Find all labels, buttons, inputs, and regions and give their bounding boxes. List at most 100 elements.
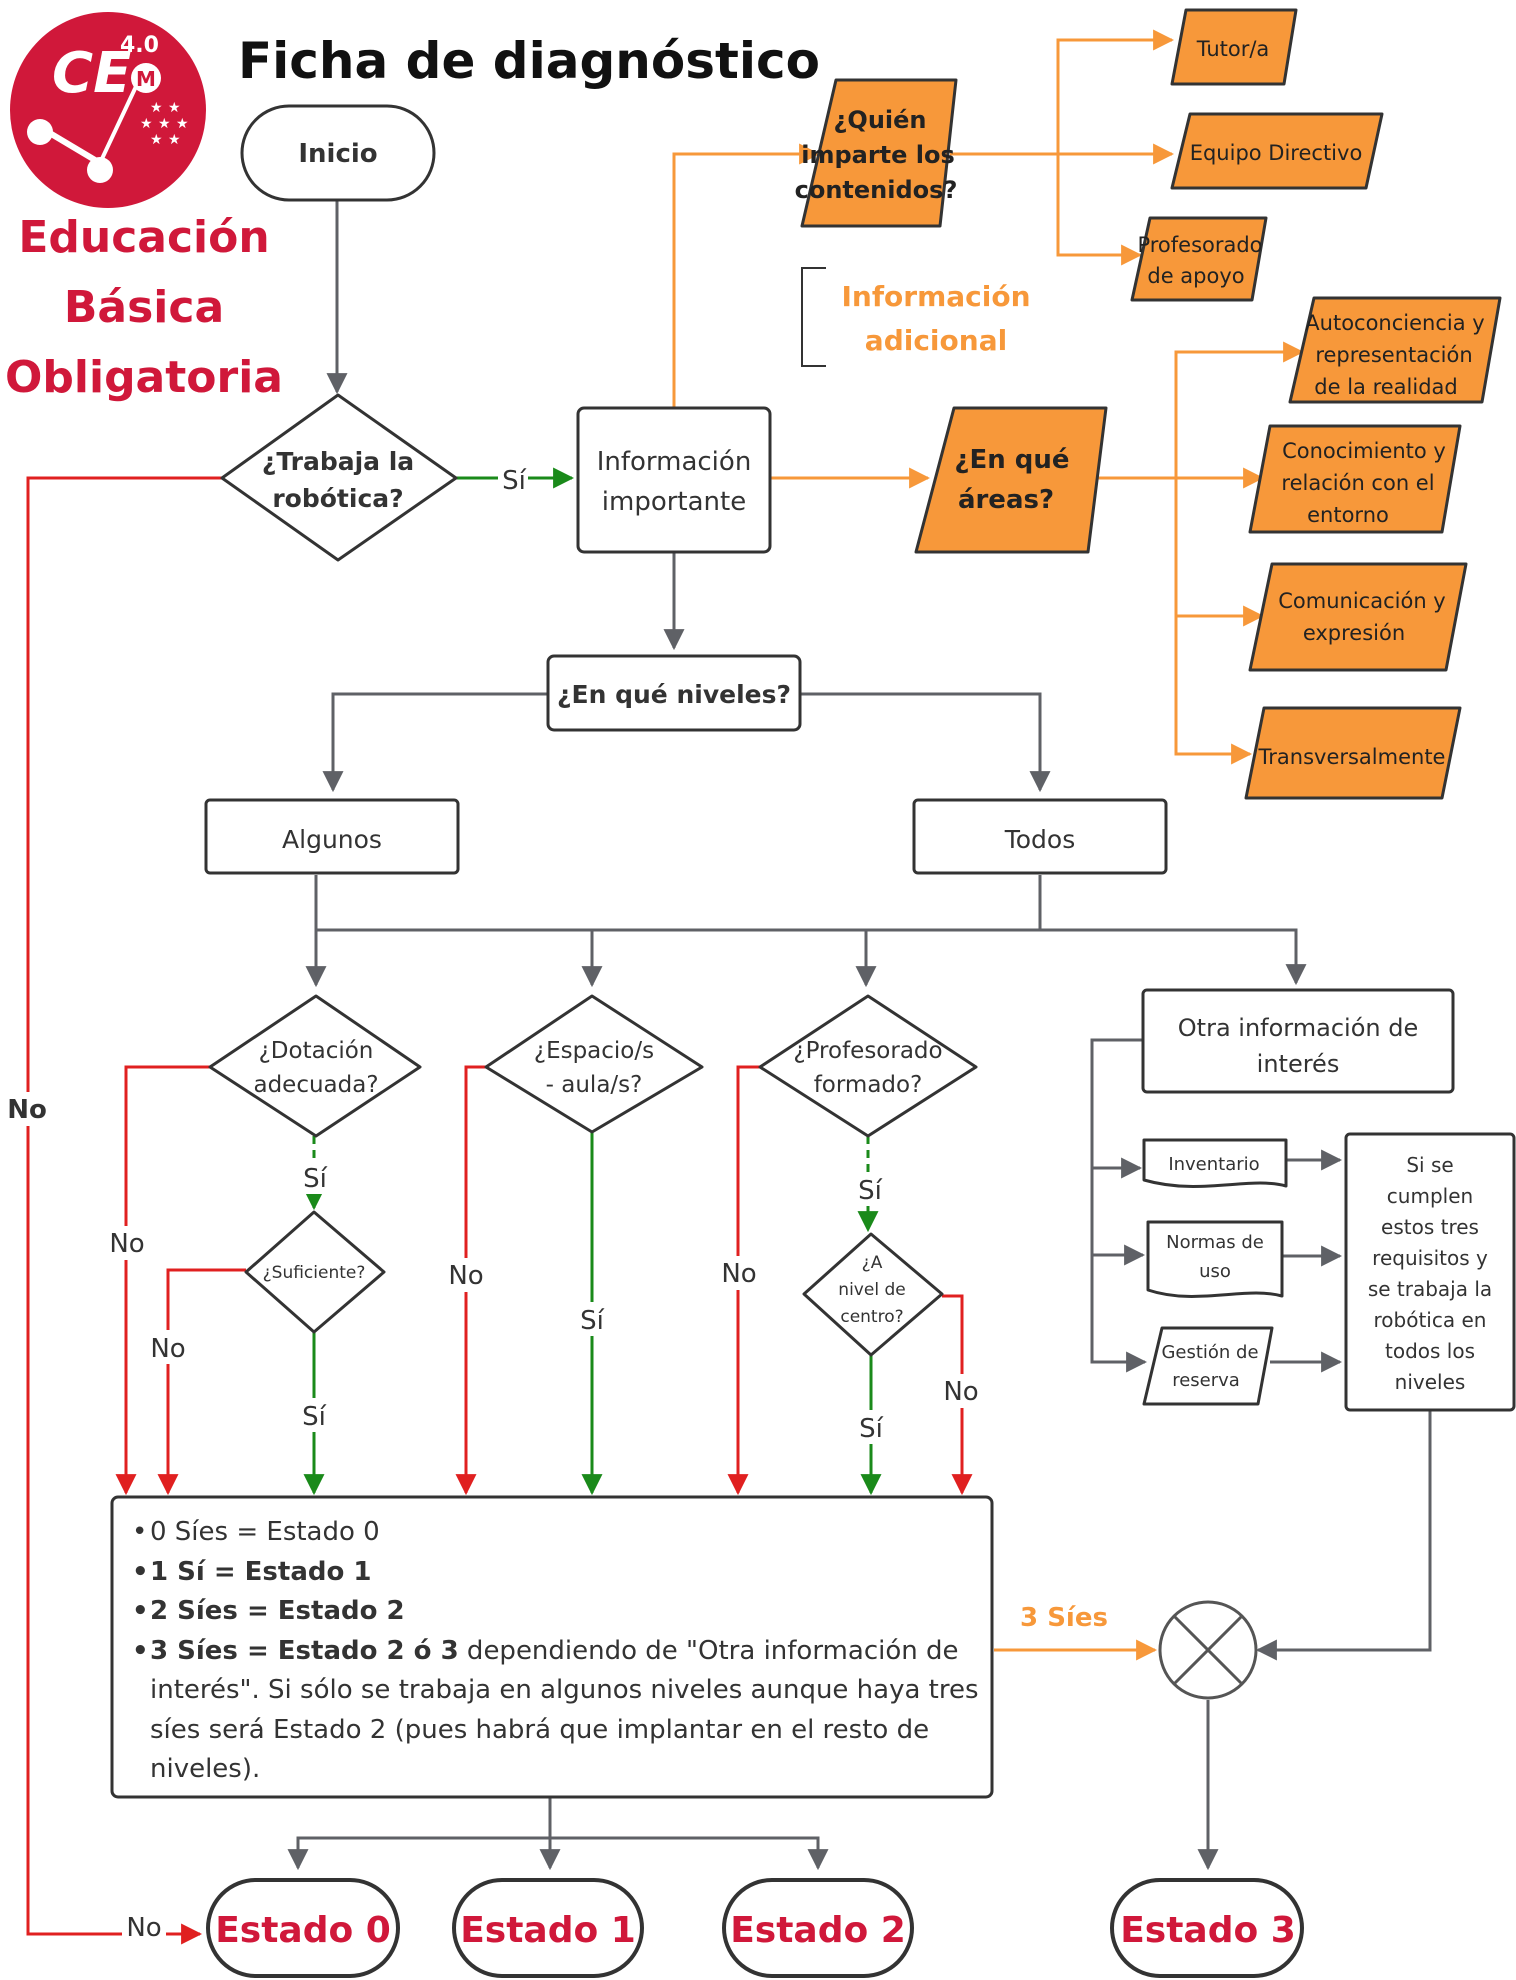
decision-label: ¿Profesorado (793, 1038, 942, 1064)
process-label: Otra información de (1178, 1014, 1418, 1042)
data-label: ¿Quién (834, 106, 927, 134)
annotation-label: Información (841, 280, 1030, 313)
data-label: Transversalmente (1258, 745, 1446, 769)
summary-line: •2 Síes = Estado 2 (132, 1596, 405, 1626)
subtitle-line-2: Básica (64, 282, 224, 333)
edge-label-si: Sí (858, 1176, 883, 1206)
data-label: Equipo Directivo (1190, 141, 1363, 165)
svg-text:★: ★ (140, 115, 153, 131)
logo: M CE 4.0 ★★ ★★★ ★★ (10, 12, 206, 208)
terminal-estado-3: Estado 3 (1110, 1878, 1304, 1978)
process-label: Información (597, 447, 752, 477)
summary-line-1: 0 Síes = Estado 0 (150, 1517, 380, 1547)
terminal-estado-2: Estado 2 (722, 1878, 914, 1978)
process-label: Algunos (282, 825, 382, 854)
decision-label: ¿Dotación (259, 1038, 374, 1064)
edge-label-si: Sí (303, 1164, 328, 1194)
process-label: Todos (1004, 825, 1076, 854)
data-quien-imparte: ¿Quién imparte los contenidos? (795, 78, 958, 228)
process-label: requisitos y (1372, 1246, 1488, 1270)
process-label: ¿En qué niveles? (557, 680, 791, 709)
data-label: entorno (1307, 503, 1389, 527)
data-label: Comunicación y (1278, 589, 1445, 613)
data-area-comunicacion: Comunicación y expresión (1248, 562, 1468, 672)
process-label: niveles (1395, 1370, 1466, 1394)
data-label: Conocimiento y (1282, 439, 1446, 463)
process-informacion-importante: Información importante (576, 406, 772, 554)
terminal-estado-0: Estado 0 (206, 1878, 400, 1978)
data-label: de apoyo (1147, 264, 1244, 288)
subtitle-line-1: Educación (18, 212, 269, 263)
decision-label: nivel de (838, 1280, 905, 1300)
data-label: Autoconciencia y (1305, 311, 1484, 335)
summary-line: •0 Síes = Estado 0 (132, 1517, 380, 1547)
summary-line-3: 2 Síes = Estado 2 (150, 1596, 405, 1626)
decision-label: - aula/s? (546, 1072, 643, 1098)
decision-label: ¿Trabaja la (262, 447, 414, 476)
process-label: todos los (1385, 1339, 1475, 1363)
document-inventario: Inventario (1142, 1138, 1288, 1188)
edge-label-si: Sí (502, 466, 527, 496)
terminal-label: Estado 1 (460, 1910, 636, 1951)
data-gestion-reserva: Gestión de reserva (1142, 1326, 1274, 1406)
summary-line-7: niveles). (150, 1754, 261, 1784)
data-label: Gestión de (1161, 1342, 1258, 1363)
data-label: imparte los (801, 141, 955, 169)
data-label: Tutor/a (1196, 37, 1270, 61)
process-label: importante (602, 487, 746, 517)
summary-line: •3 Síes = Estado 2 ó 3 dependiendo de "O… (132, 1635, 959, 1666)
data-area-conocimiento: Conocimiento y relación con el entorno (1248, 424, 1462, 534)
data-profesorado-apoyo: Profesorado de apoyo (1130, 216, 1268, 302)
process-otra-informacion: Otra información de interés (1141, 988, 1455, 1094)
edge-label-no: No (7, 1095, 47, 1125)
terminal-label: Estado 3 (1120, 1910, 1296, 1951)
document-label: Inventario (1168, 1154, 1259, 1175)
document-normas-uso: Normas de uso (1146, 1220, 1284, 1298)
terminal-estado-1: Estado 1 (452, 1878, 644, 1978)
summary-line-4-bold: 3 Síes = Estado 2 ó 3 (150, 1635, 459, 1666)
process-requisitos: Si se cumplen estos tres requisitos y se… (1344, 1132, 1516, 1412)
data-en-que-areas: ¿En qué áreas? (914, 406, 1108, 554)
data-equipo-directivo: Equipo Directivo (1170, 112, 1384, 190)
decision-nivel-centro: ¿A nivel de centro? (802, 1232, 944, 1357)
data-tutor: Tutor/a (1170, 8, 1298, 86)
start-label: Inicio (298, 139, 377, 169)
data-area-autoconciencia: Autoconciencia y representación de la re… (1288, 296, 1502, 404)
data-label: de la realidad (1314, 375, 1457, 399)
edge-label-no: No (126, 1913, 161, 1943)
decision-label: robótica? (272, 484, 403, 513)
decision-espacio: ¿Espacio/s - aula/s? (484, 994, 704, 1134)
document-label: uso (1199, 1261, 1231, 1282)
summary-line: •1 Sí = Estado 1 (132, 1556, 372, 1587)
annotation-informacion-adicional: Información adicional (801, 267, 1031, 367)
process-niveles: ¿En qué niveles? (546, 654, 802, 732)
summary-line-2: 1 Sí = Estado 1 (150, 1556, 372, 1587)
svg-text:★: ★ (150, 131, 163, 147)
svg-text:★: ★ (176, 115, 189, 131)
page-title: Ficha de diagnóstico (238, 32, 820, 90)
data-label: expresión (1303, 621, 1405, 645)
document-label: Normas de (1166, 1232, 1264, 1253)
edge-label-no: No (448, 1261, 483, 1291)
decision-label: ¿Suficiente? (263, 1263, 366, 1283)
decision-label: ¿Espacio/s (534, 1038, 654, 1064)
summary-line-4-rest: dependiendo de "Otra información de (458, 1635, 959, 1666)
summary-box (110, 1495, 994, 1799)
summary-line-6: síes será Estado 2 (pues habrá que impla… (150, 1714, 930, 1745)
decision-dotacion: ¿Dotación adecuada? (208, 994, 422, 1138)
edge-label-no: No (721, 1259, 756, 1289)
stars-icon: ★★ ★★★ ★★ (140, 99, 189, 147)
data-label: relación con el (1281, 471, 1434, 495)
edge-label-si: Sí (859, 1414, 884, 1444)
subtitle-line-3: Obligatoria (5, 352, 283, 403)
svg-text:★: ★ (168, 99, 181, 115)
summary-text: •0 Síes = Estado 0 •1 Sí = Estado 1 •2 S… (112, 1497, 982, 1797)
edge-label-si: Sí (302, 1402, 327, 1432)
logo-version: 4.0 (120, 33, 159, 58)
process-label: robótica en (1374, 1308, 1487, 1332)
logo-text: CE (52, 41, 131, 106)
process-label: Si se (1406, 1153, 1453, 1177)
data-label: reserva (1172, 1370, 1240, 1391)
edge-label-no: No (943, 1377, 978, 1407)
decision-label: formado? (814, 1072, 923, 1098)
